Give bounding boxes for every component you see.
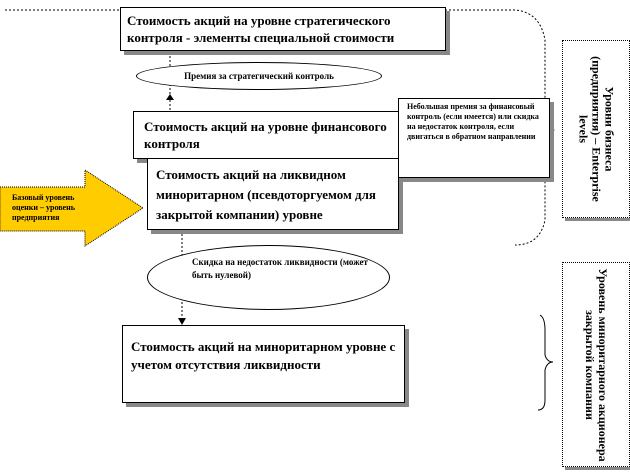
illiquid-minority-box: Стоимость акций на миноритарном уровне с… <box>122 325 405 403</box>
liquidity-discount-ellipse: Скидка на недостаток ликвидности (может … <box>147 245 390 310</box>
strategic-control-box: Стоимость акций на уровне стратегическог… <box>120 7 446 51</box>
enterprise-levels-label: Уровни бизнеса (предприятия) – Enterpris… <box>562 40 630 218</box>
enterprise-bracket <box>5 9 556 246</box>
minority-level-text: Уровень миноритарного акционера закрытой… <box>583 267 610 462</box>
base-level-label: Базовый уровень оценки – уровень предпри… <box>12 193 75 222</box>
base-level-arrow <box>0 169 144 247</box>
strategic-premium-ellipse: Премия за стратегический контроль <box>136 62 382 90</box>
control-premium-callout: Небольшая премия за финансовый контроль … <box>398 98 550 178</box>
arrow-down-icon <box>178 318 186 325</box>
financial-control-box: Стоимость акций на уровне финансового ко… <box>133 111 400 159</box>
enterprise-levels-text: Уровни бизнеса (предприятия) – Enterpris… <box>576 56 617 202</box>
liquid-minority-box: Стоимость акций на ликвидном миноритарно… <box>147 158 399 230</box>
minority-level-label: Уровень миноритарного акционера закрытой… <box>562 262 630 467</box>
arrow-up-icon <box>166 94 174 100</box>
minority-bracket <box>537 314 554 411</box>
